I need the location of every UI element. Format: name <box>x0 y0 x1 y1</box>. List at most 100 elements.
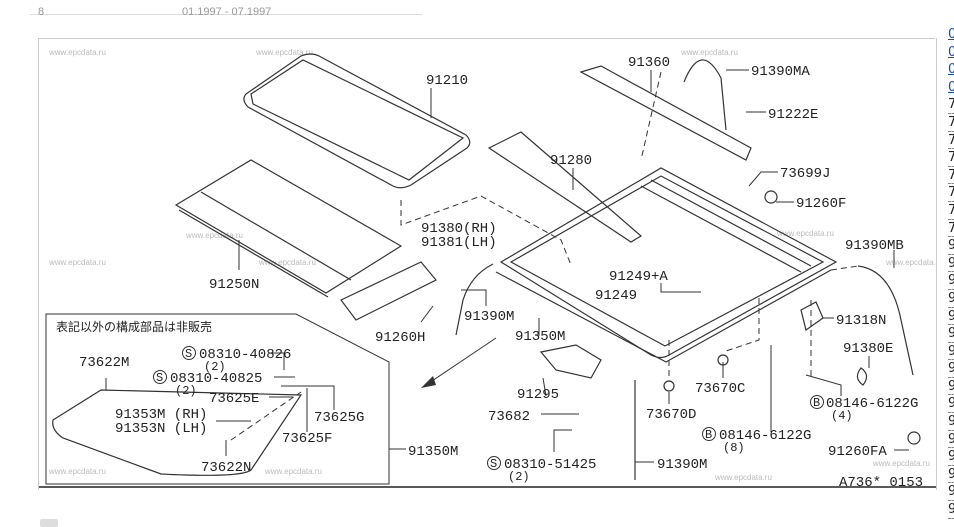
svg-text:www.epcdata.ru: www.epcdata.ru <box>48 258 106 267</box>
label-91390MB: 91390MB <box>845 238 904 254</box>
divider <box>38 38 935 39</box>
side-link-list: 0 0 0 0 7 7 7 7 7 7 7 7 9 9 9 9 9 9 9 9 … <box>948 26 954 519</box>
label-91353M: 91353M (RH) <box>115 407 207 423</box>
screw-symbol: S <box>185 347 192 361</box>
sunshade-part[interactable] <box>174 159 403 298</box>
part-number-text: 9 <box>948 237 954 255</box>
label-73670C: 73670C <box>695 381 745 397</box>
part-number-text: 7 <box>948 184 954 202</box>
label-73625G: 73625G <box>314 410 364 426</box>
part-number-text: 7 <box>948 167 954 185</box>
label-91390M: 91390M <box>657 457 707 473</box>
part-number-text: 7 <box>948 114 954 132</box>
drain-hose-part[interactable] <box>683 59 727 131</box>
part-number-text: 9 <box>948 343 954 361</box>
label-08310-51425: 08310-51425 <box>504 457 596 473</box>
screw-symbol: S <box>156 371 163 385</box>
svg-text:www.epcdata.ru: www.epcdata.ru <box>680 48 738 57</box>
label-73622M: 73622M <box>79 355 129 371</box>
bolt-symbol: B <box>813 396 820 410</box>
part-link[interactable]: 0 <box>948 79 954 95</box>
inset-note: 表記以外の構成部品は非販売 <box>56 319 212 334</box>
label-91249A: 91249+A <box>609 269 668 285</box>
svg-text:www.epcdata.ru: www.epcdata.ru <box>255 48 313 57</box>
part-number-text: 7 <box>948 96 954 114</box>
divider: 8 01.1997 - 07.1997 <box>30 6 422 18</box>
label-08146-6122G-4: 08146-6122G <box>826 396 918 412</box>
date-range: 01.1997 - 07.1997 <box>182 6 272 18</box>
scroll-to-top-button[interactable] <box>40 519 58 527</box>
svg-text:www.epcdata.ru: www.epcdata.ru <box>185 231 243 240</box>
label-91381: 91381(LH) <box>421 235 497 251</box>
quantity: (2) <box>508 470 530 484</box>
arrow-head-icon <box>421 376 436 388</box>
bulb-part[interactable] <box>856 367 868 386</box>
part-number-text: 7 <box>948 202 954 220</box>
part-number-text: 7 <box>948 149 954 167</box>
inset-panel: 表記以外の構成部品は非販売 73622M S 08310-40826 (2) S… <box>45 313 458 485</box>
rail-part[interactable] <box>579 65 752 161</box>
part-number-text: 9 <box>948 431 954 449</box>
part-number-text: 9 <box>948 501 954 519</box>
glass-panel-part[interactable] <box>243 53 471 189</box>
part-number-text: 9 <box>948 308 954 326</box>
label-91260H: 91260H <box>375 330 425 346</box>
part-number-text: 9 <box>948 360 954 378</box>
part-number-text: 9 <box>948 395 954 414</box>
label-08310-40826: 08310-40826 <box>199 347 291 363</box>
clip-part[interactable] <box>907 431 921 445</box>
label-91250N: 91250N <box>209 277 259 293</box>
part-number-text: 9 <box>948 378 954 396</box>
svg-text:www.epcdata.ru: www.epcdata.ru <box>258 258 316 267</box>
svg-text:www.epcdata.ru: www.epcdata.ru <box>776 229 834 238</box>
part-number-text: 9 <box>948 255 954 273</box>
svg-text:www.epcdata.ru: www.epcdata.ru <box>48 48 106 57</box>
parts-diagram: www.epcdata.ru www.epcdata.ru www.epcdat… <box>38 38 943 491</box>
svg-text:www.epcdata.ru: www.epcdata.ru <box>872 459 930 468</box>
part-number-text: 9 <box>948 325 954 343</box>
drain-hose-part[interactable] <box>455 263 494 336</box>
part-number-text: 9 <box>948 448 954 466</box>
bolt-symbol: B <box>705 428 712 442</box>
part-number-text: 9 <box>948 290 954 308</box>
label-91260F: 91260F <box>796 196 846 212</box>
svg-text:www.epcdata.ru: www.epcdata.ru <box>48 467 106 476</box>
grommet-part[interactable] <box>663 380 675 392</box>
label-91295: 91295 <box>517 387 559 403</box>
watermarks: www.epcdata.ru www.epcdata.ru www.epcdat… <box>48 48 943 482</box>
part-link[interactable]: 0 <box>948 62 954 78</box>
clip-part[interactable] <box>764 190 778 204</box>
part-link[interactable]: 0 <box>948 44 954 60</box>
label-91380E: 91380E <box>843 341 893 357</box>
bracket-part[interactable] <box>340 261 437 321</box>
motor-part[interactable] <box>539 344 602 379</box>
part-link[interactable]: 0 <box>948 27 954 42</box>
part-number-text: 9 <box>948 483 954 502</box>
label-91222E: 91222E <box>768 107 818 123</box>
label-73699J: 73699J <box>780 166 830 182</box>
bracket-part[interactable] <box>800 301 824 331</box>
label-91350M: 91350M <box>515 329 565 345</box>
svg-text:www.epcdata.ru: www.epcdata.ru <box>885 258 936 267</box>
part-number-text: 9 <box>948 272 954 290</box>
label-73625F: 73625F <box>282 431 332 447</box>
label-73670D: 73670D <box>646 407 696 423</box>
label-91210: 91210 <box>426 73 468 89</box>
label-91249: 91249 <box>595 288 637 304</box>
label-91390M: 91390M <box>464 309 514 325</box>
label-91318N: 91318N <box>836 313 886 329</box>
sunroof-frame-part[interactable] <box>495 167 838 363</box>
part-number-text: 9 <box>948 413 954 431</box>
label-91260FA: 91260FA <box>828 444 887 460</box>
label-91350M-inset: 91350M <box>408 444 458 460</box>
label-91390MA: 91390MA <box>751 64 810 80</box>
row-number: 8 <box>38 6 45 18</box>
quantity: (8) <box>723 441 745 455</box>
drain-hose-part[interactable] <box>857 265 914 376</box>
glass-outline-part <box>52 389 303 476</box>
deflector-part[interactable] <box>487 131 643 243</box>
label-91353N: 91353N (LH) <box>115 421 207 437</box>
label-91360: 91360 <box>628 55 670 71</box>
label-73622N: 73622N <box>201 460 251 476</box>
label-91280: 91280 <box>550 153 592 169</box>
